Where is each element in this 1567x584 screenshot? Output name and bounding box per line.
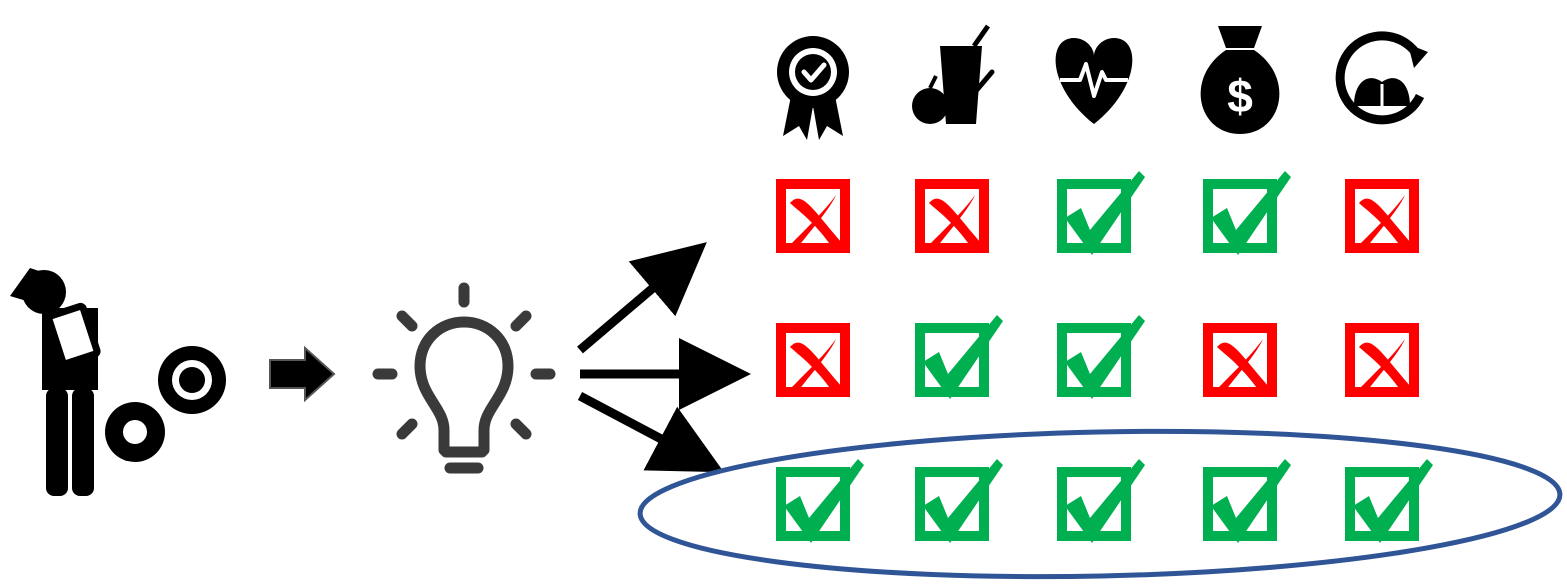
sustainability-leaf-icon [1335,31,1428,125]
fail-cross-icon [776,179,850,253]
gears-icon [105,346,226,462]
svg-text:$: $ [1227,70,1253,122]
option-arrows [577,242,751,473]
option-row-2 [776,315,1419,399]
engineer-thinking-icon [10,268,101,496]
health-heart-icon [1055,38,1133,124]
pass-check-icon [915,459,1003,543]
pass-check-icon [1057,315,1145,399]
pass-check-icon [1203,171,1291,255]
fail-cross-icon [1345,179,1419,253]
arrow-option-1 [577,242,707,354]
option-row-1 [776,171,1419,255]
quality-badge-icon [777,36,849,140]
food-safety-icon [912,24,995,124]
fail-cross-icon [915,179,989,253]
arrow-option-3 [577,392,724,473]
pass-check-icon [1345,459,1433,543]
best-option-highlight [637,428,1563,580]
money-bag-icon: $ [1200,26,1280,134]
criteria-icons: $ [777,24,1428,140]
fail-cross-icon [1345,323,1419,397]
results-grid [776,171,1433,543]
pass-check-icon [1057,459,1145,543]
lightbulb-idea-icon [372,282,556,474]
pass-check-icon [1057,171,1145,255]
option-row-3 [776,459,1433,543]
fail-cross-icon [1203,323,1277,397]
fail-cross-icon [776,323,850,397]
pass-check-icon [1203,459,1291,543]
flow-arrow-to-idea [269,345,336,403]
pass-check-icon [776,459,864,543]
pass-check-icon [915,315,1003,399]
